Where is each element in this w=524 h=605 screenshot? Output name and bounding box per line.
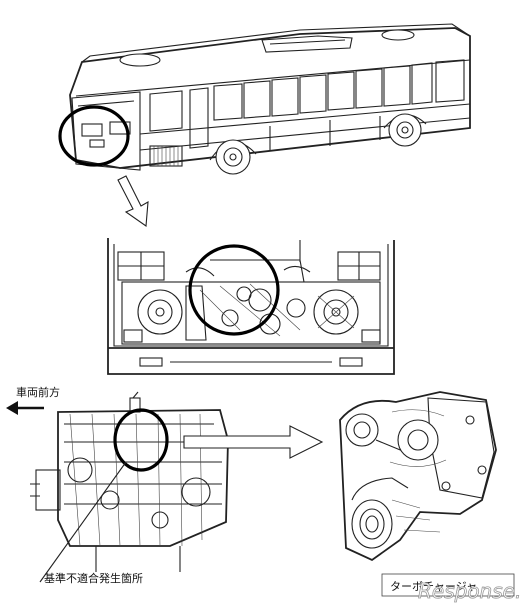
bus-side-windows bbox=[149, 59, 465, 149]
arrow-to-rear-view bbox=[117, 175, 149, 227]
engine-bay-rear-view bbox=[107, 238, 395, 375]
bus-wheel-rear bbox=[209, 139, 257, 175]
part-label-box: ターボチャージャ bbox=[381, 573, 515, 597]
turbocharger-detail bbox=[339, 391, 497, 562]
bus-wheel-front bbox=[383, 113, 427, 147]
nonconformity-label: 基準不適合発生箇所 bbox=[44, 571, 143, 585]
leader-line bbox=[39, 461, 127, 583]
bus-vent-grille bbox=[149, 145, 183, 167]
response-watermark: Response. bbox=[418, 579, 521, 603]
vehicle-front-arrow bbox=[6, 401, 44, 415]
engine-side-view bbox=[30, 391, 229, 572]
highlight-circle-bus-rear bbox=[58, 105, 130, 167]
highlight-circle-turbo-location bbox=[113, 408, 169, 472]
part-name-label: ターボチャージャ bbox=[390, 580, 477, 593]
vehicle-front-label: 車両前方 bbox=[16, 385, 60, 399]
bus-illustration bbox=[58, 23, 471, 175]
highlight-circle-engine-bay bbox=[188, 244, 280, 336]
arrow-to-turbocharger bbox=[183, 425, 324, 459]
